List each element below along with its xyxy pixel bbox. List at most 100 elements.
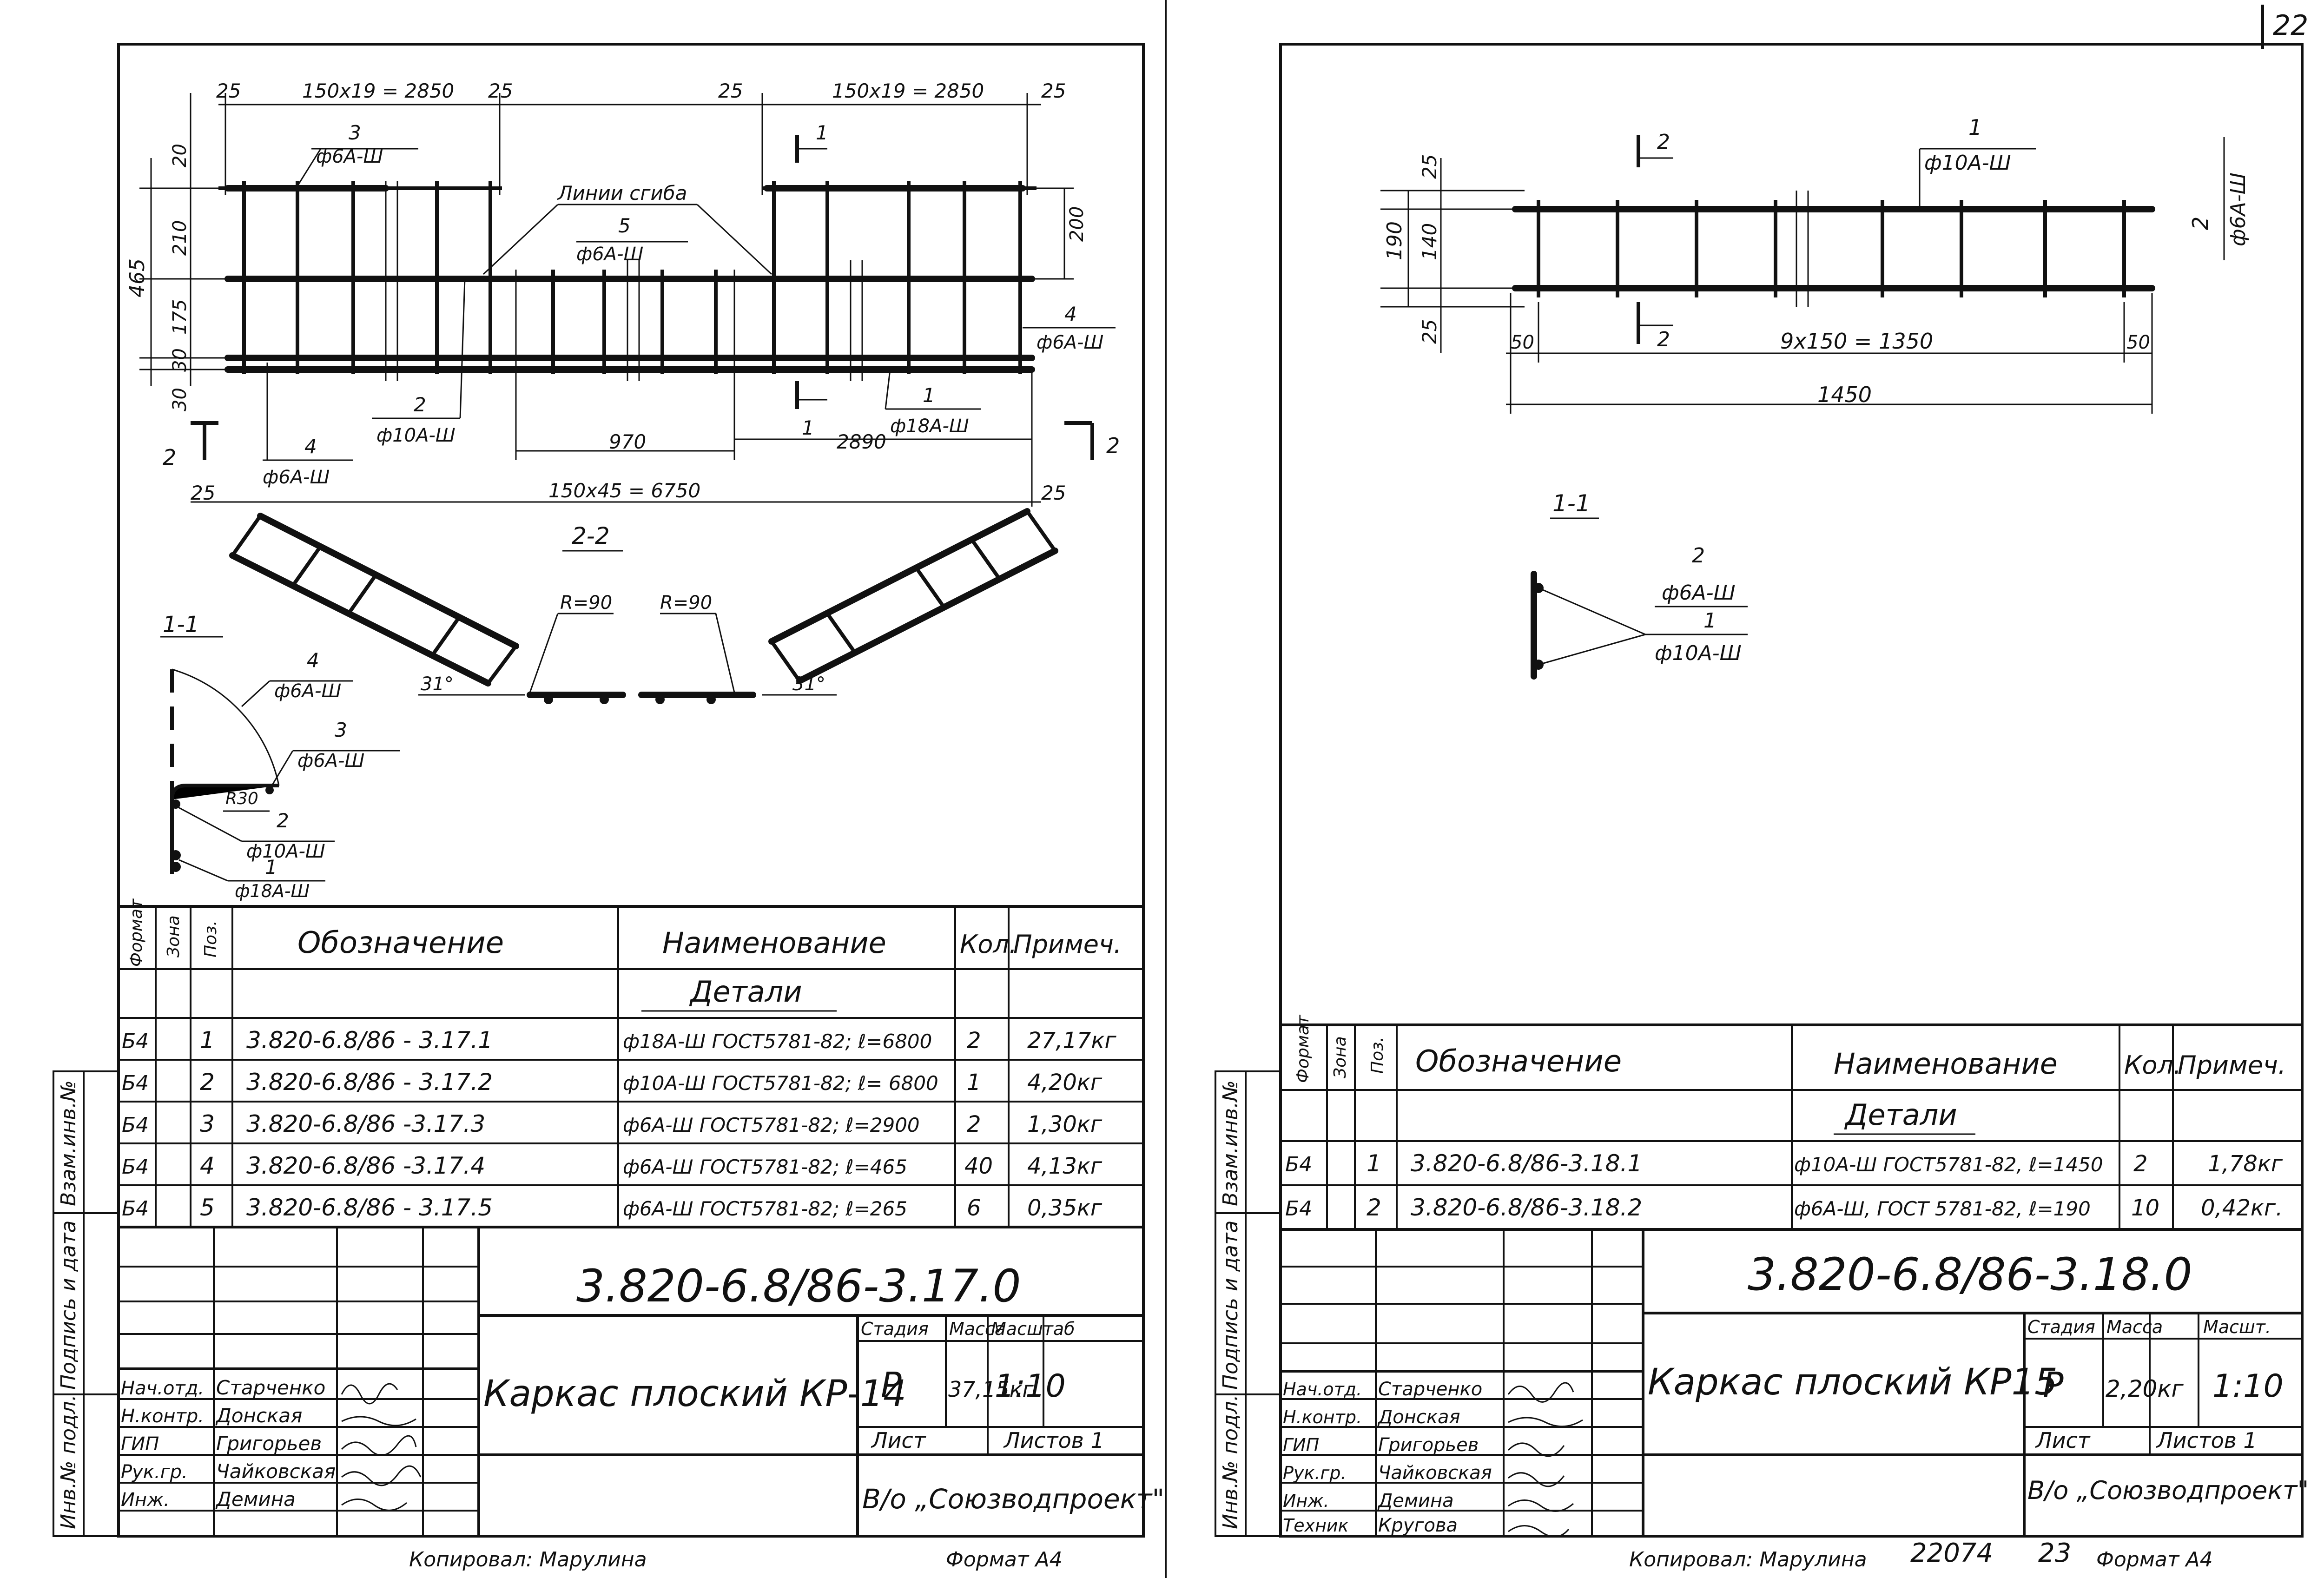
s11-r30: R30 <box>225 789 258 808</box>
cell-note: 0,35кг <box>1027 1195 1103 1221</box>
r-dim-190: 190 <box>1383 221 1406 260</box>
list-item: Н.контр. Донская <box>121 1404 302 1427</box>
callout-4r-num: 4 <box>1064 303 1077 325</box>
cell-name: ф6А-Ш ГОСТ5781-82; ℓ=465 <box>623 1155 907 1178</box>
lh-zone: Зона <box>164 915 183 957</box>
left-title-block: 3.820-6.8/86-3.17.0 Каркас плоский КР-14… <box>119 1227 1164 1571</box>
table-row: Б4 2 3.820-6.8/86 - 3.17.2 ф10А-Ш ГОСТ57… <box>122 1069 1103 1096</box>
list-item: Рук.гр. Чайковская <box>1283 1462 1492 1484</box>
dim-25-a: 25 <box>216 79 241 102</box>
cell-pos: 4 <box>200 1152 215 1179</box>
section-2-2-label: 2-2 <box>572 522 610 549</box>
s11-c4-bar: ф6А-Ш <box>274 680 341 702</box>
cell-qty: 1 <box>967 1070 981 1096</box>
right-sheets-label: Листов 1 <box>2156 1428 2257 1453</box>
r-s11-2-num: 2 <box>1692 544 1705 568</box>
callout-4-bar: ф6А-Ш <box>263 467 330 488</box>
radius-left: R=90 <box>560 592 612 614</box>
cell-qty: 2 <box>967 1028 981 1054</box>
cut-2-right: 2 <box>1106 433 1120 458</box>
lh-qty: Кол. <box>960 930 1017 959</box>
cell-format: Б4 <box>122 1155 149 1179</box>
cell-designation: 3.820-6.8/86 - 3.17.2 <box>246 1069 493 1096</box>
cell-name: ф18А-Ш ГОСТ5781-82; ℓ=6800 <box>623 1030 932 1053</box>
cell-format: Б4 <box>1285 1153 1312 1176</box>
callout-2-bar: ф10А-Ш <box>376 425 456 446</box>
table-row: Б4 2 3.820-6.8/86-3.18.2 ф6А-Ш, ГОСТ 578… <box>1285 1194 2283 1221</box>
right-copied-by: Копировал: Марулина <box>1629 1548 1867 1571</box>
dim-30-b: 30 <box>169 388 191 411</box>
cell-designation: 3.820-6.8/86 - 3.17.1 <box>246 1027 493 1054</box>
left-section-1-1-label: 1-1 <box>163 612 199 638</box>
person-role: Инж. <box>121 1489 170 1511</box>
fold-lines-label: Линии сгиба <box>557 182 687 205</box>
rh-pos: Поз. <box>1368 1037 1387 1074</box>
cell-name: ф10А-Ш ГОСТ5781-82; ℓ= 6800 <box>623 1072 938 1095</box>
r-cut-bottom: 2 <box>1657 328 1670 351</box>
rh-qty: Кол. <box>2124 1050 2181 1080</box>
left-side-stamps: Инв.№ подл. Подпись и дата Взам.инв.№ <box>53 1070 119 1537</box>
left-plan-drawing: 25 150х19 = 2850 25 25 150х19 = 2850 25 … <box>125 79 1120 507</box>
cell-format: Б4 <box>1285 1197 1312 1221</box>
right-plan-drawing: 25 140 190 25 50 9х150 = 1350 50 1450 1 … <box>1380 115 2250 414</box>
left-mass: 37,15кг <box>948 1377 1034 1402</box>
person-name: Чайковская <box>1378 1462 1492 1484</box>
right-scale-label: Масшт. <box>2203 1317 2271 1337</box>
left-stamp-inv: Инв.№ подл. <box>57 1394 80 1529</box>
radius-right: R=90 <box>660 592 712 614</box>
r-dim-50r: 50 <box>2126 332 2150 353</box>
cell-pos: 1 <box>1367 1150 1381 1177</box>
left-stage: Р <box>881 1365 902 1405</box>
cell-designation: 3.820-6.8/86-3.18.1 <box>1411 1150 1642 1177</box>
right-doc-title: Каркас плоский КР15 <box>1648 1361 2058 1403</box>
dim-175: 175 <box>169 299 191 335</box>
list-item: Инж. Демина <box>121 1488 296 1511</box>
left-group-title: Детали <box>689 975 802 1009</box>
person-name: Демина <box>215 1488 296 1511</box>
right-sheet: Инв.№ подл. Подпись и дата Взам.инв.№ <box>1215 43 2309 1571</box>
cell-note: 4,20кг <box>1027 1070 1103 1096</box>
lh-pos: Поз. <box>201 920 220 957</box>
right-sheet-label: Лист <box>2035 1428 2091 1453</box>
table-row: Б4 5 3.820-6.8/86 - 3.17.5 ф6А-Ш ГОСТ578… <box>122 1194 1103 1221</box>
table-row: Б4 3 3.820-6.8/86 -3.17.3 ф6А-Ш ГОСТ5781… <box>122 1110 1103 1137</box>
person-role: Нач.отд. <box>1283 1379 1362 1400</box>
r-dim-span: 9х150 = 1350 <box>1780 329 1933 354</box>
right-doc-code: 3.820-6.8/86-3.18.0 <box>1748 1248 2192 1301</box>
cell-designation: 3.820-6.8/86 - 3.17.5 <box>246 1194 493 1221</box>
left-mass-label: Масса <box>949 1319 1005 1339</box>
dim-top-right-span: 150х19 = 2850 <box>832 79 984 102</box>
lh-name: Наименование <box>662 926 886 960</box>
right-scale: 1:10 <box>2212 1368 2284 1405</box>
table-row: Б4 4 3.820-6.8/86 -3.17.4 ф6А-Ш ГОСТ5781… <box>122 1152 1103 1179</box>
left-copied-by: Копировал: Марулина <box>409 1548 647 1571</box>
cell-note: 1,30кг <box>1027 1111 1103 1137</box>
rh-note: Примеч. <box>2178 1050 2286 1080</box>
dim-25-bottom-left: 25 <box>191 482 215 504</box>
r-dim-25a: 25 <box>1418 154 1441 179</box>
r-s11-1-num: 1 <box>1703 609 1717 633</box>
callout-5-num: 5 <box>618 214 631 237</box>
cell-designation: 3.820-6.8/86 -3.17.4 <box>246 1152 485 1179</box>
person-name: Григорьев <box>1378 1434 1479 1456</box>
person-name: Старченко <box>216 1376 325 1399</box>
list-item: Техник Кругова <box>1283 1515 1458 1536</box>
right-org: В/о „Союзводпроект" <box>2027 1476 2309 1505</box>
cell-format: Б4 <box>122 1197 149 1221</box>
lh-format: Формат <box>127 898 146 967</box>
right-group-title: Детали <box>1844 1098 1957 1132</box>
cell-name: ф10А-Ш ГОСТ5781-82, ℓ=1450 <box>1794 1153 2103 1176</box>
person-name: Старченко <box>1378 1379 1482 1400</box>
cut-1-bottom: 1 <box>802 416 814 439</box>
dim-465: 465 <box>125 258 149 297</box>
r-dim-25b: 25 <box>1418 319 1441 344</box>
list-item: Инж. Демина <box>1283 1490 1454 1512</box>
right-mass: 2,20кг <box>2106 1375 2184 1402</box>
cell-pos: 2 <box>200 1069 215 1096</box>
callout-4r-bar: ф6А-Ш <box>1037 332 1103 353</box>
cell-name: ф6А-Ш ГОСТ5781-82; ℓ=265 <box>623 1197 907 1220</box>
dim-200: 200 <box>1066 206 1088 242</box>
signature-scribble <box>341 1383 422 1511</box>
list-item: Нач.отд. Старченко <box>1283 1379 1482 1400</box>
r-callout-1-num: 1 <box>1968 115 1982 140</box>
